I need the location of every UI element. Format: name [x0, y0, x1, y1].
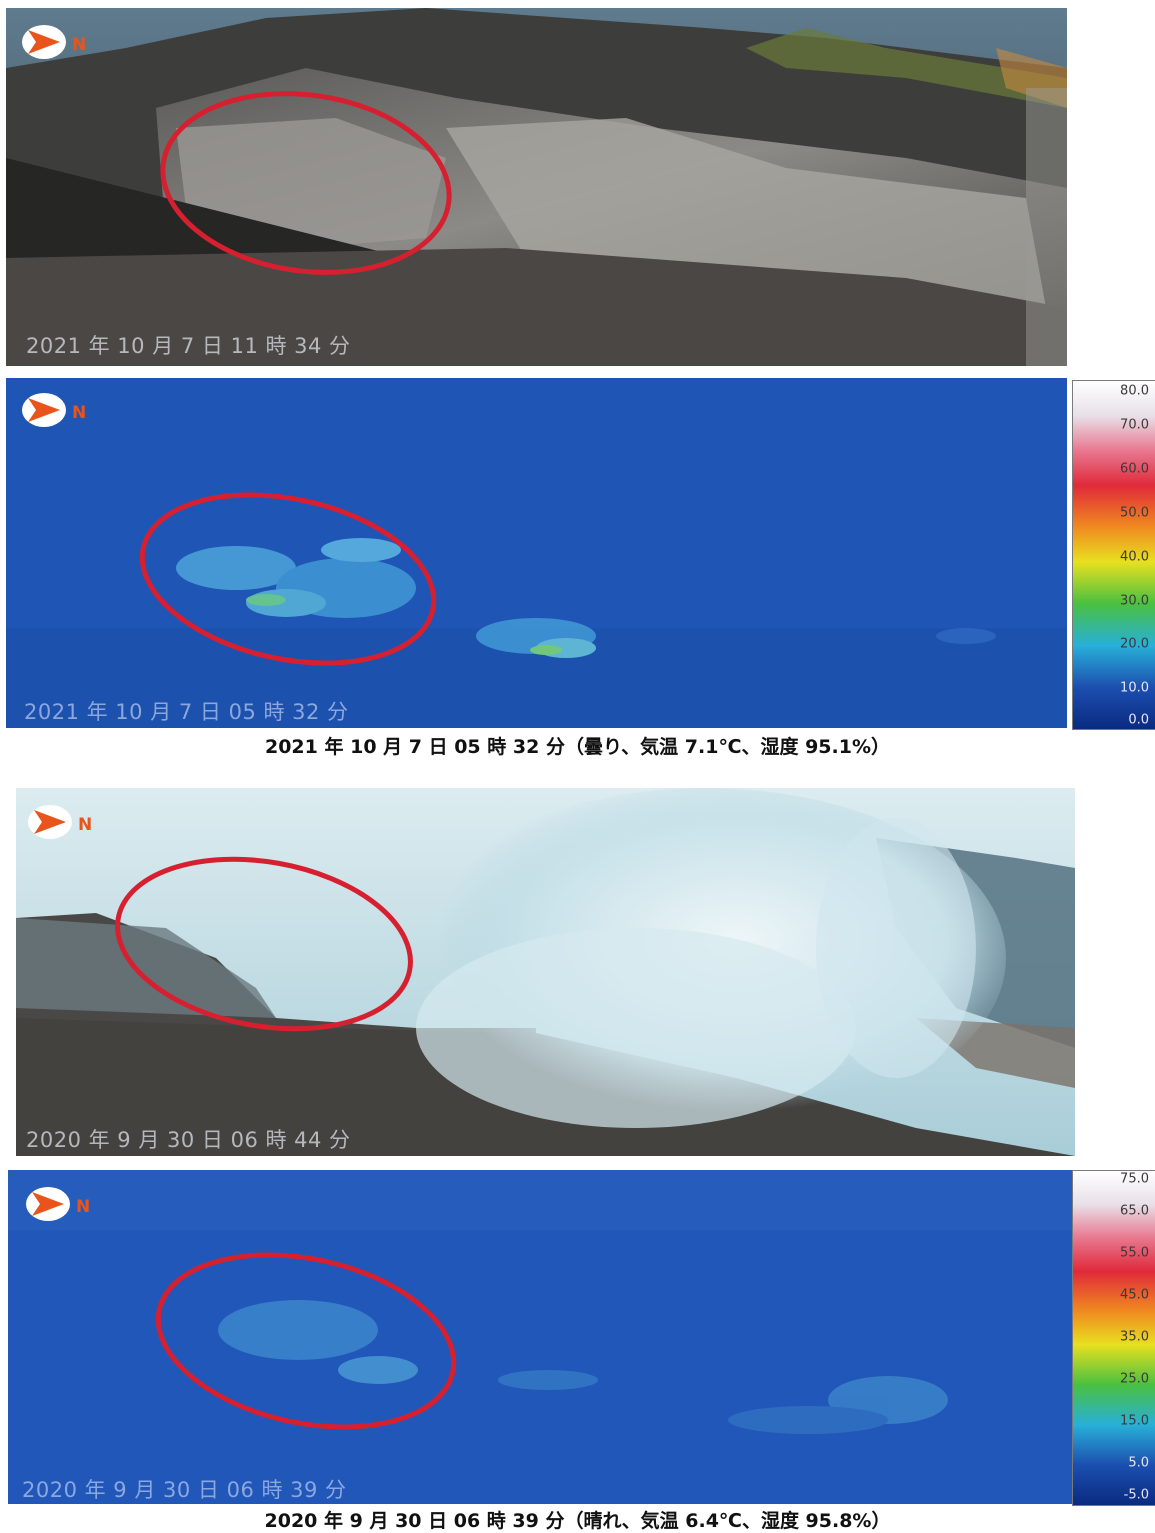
timestamp-2021-visible: 2021 年 10 月 7 日 11 時 34 分: [26, 334, 351, 358]
highlight-circle: [155, 1252, 457, 1430]
crater-landscape-2021: [6, 8, 1067, 366]
compass-icon: N: [24, 1184, 94, 1224]
timestamp-2020-visible: 2020 年 9 月 30 日 06 時 44 分: [26, 1128, 351, 1152]
scale-tick: 25.0: [1120, 1371, 1149, 1387]
scale-tick: 60.0: [1120, 461, 1149, 477]
scale-tick: 30.0: [1120, 593, 1149, 609]
scale-tick: 10.0: [1120, 680, 1149, 696]
visible-image-2021: N 2021 年 10 月 7 日 11 時 34 分: [6, 8, 1067, 366]
scale-tick: 50.0: [1120, 505, 1149, 521]
compass-icon: N: [26, 802, 96, 842]
scale-tick: 65.0: [1120, 1203, 1149, 1219]
compass-icon: N: [20, 390, 90, 430]
temperature-scale-2021: 80.0 70.0 60.0 50.0 40.0 30.0 20.0 10.0 …: [1072, 380, 1155, 730]
scale-tick: 20.0: [1120, 636, 1149, 652]
thermal-field-2020: [8, 1170, 1075, 1504]
highlight-circle: [160, 91, 452, 275]
visible-image-2020: N 2020 年 9 月 30 日 06 時 44 分: [16, 788, 1075, 1156]
compass-icon: N: [20, 22, 90, 62]
scale-tick: 55.0: [1120, 1245, 1149, 1261]
compass-label: N: [72, 35, 86, 55]
scale-tick: -5.0: [1123, 1487, 1149, 1503]
scale-tick: 40.0: [1120, 549, 1149, 565]
scale-tick: 35.0: [1120, 1329, 1149, 1345]
compass-label: N: [78, 815, 92, 835]
thermal-image-2021: N 2021 年 10 月 7 日 05 時 32 分: [6, 378, 1067, 728]
timestamp-2020-thermal: 2020 年 9 月 30 日 06 時 39 分: [22, 1478, 347, 1502]
scale-tick: 45.0: [1120, 1287, 1149, 1303]
temperature-scale-2020: 75.0 65.0 55.0 45.0 35.0 25.0 15.0 5.0 -…: [1072, 1170, 1155, 1506]
caption-2020: 2020 年 9 月 30 日 06 時 39 分（晴れ、気温 6.4℃、湿度 …: [264, 1510, 891, 1532]
caption-2021: 2021 年 10 月 7 日 05 時 32 分（曇り、気温 7.1℃、湿度 …: [264, 736, 890, 758]
thermal-image-2020: N 2020 年 9 月 30 日 06 時 39 分: [8, 1170, 1075, 1504]
compass-label: N: [72, 403, 86, 423]
scale-tick: 75.0: [1120, 1171, 1149, 1187]
compass-label: N: [76, 1197, 90, 1217]
highlight-circle: [139, 492, 437, 666]
scale-tick: 70.0: [1120, 417, 1149, 433]
scale-tick: 80.0: [1120, 383, 1149, 399]
thermal-field-2021: [6, 378, 1067, 728]
crater-landscape-2020: [16, 788, 1075, 1156]
highlight-circle: [115, 856, 413, 1032]
scale-tick: 0.0: [1128, 712, 1149, 728]
timestamp-2021-thermal: 2021 年 10 月 7 日 05 時 32 分: [24, 700, 349, 724]
scale-tick: 5.0: [1128, 1455, 1149, 1471]
scale-tick: 15.0: [1120, 1413, 1149, 1429]
